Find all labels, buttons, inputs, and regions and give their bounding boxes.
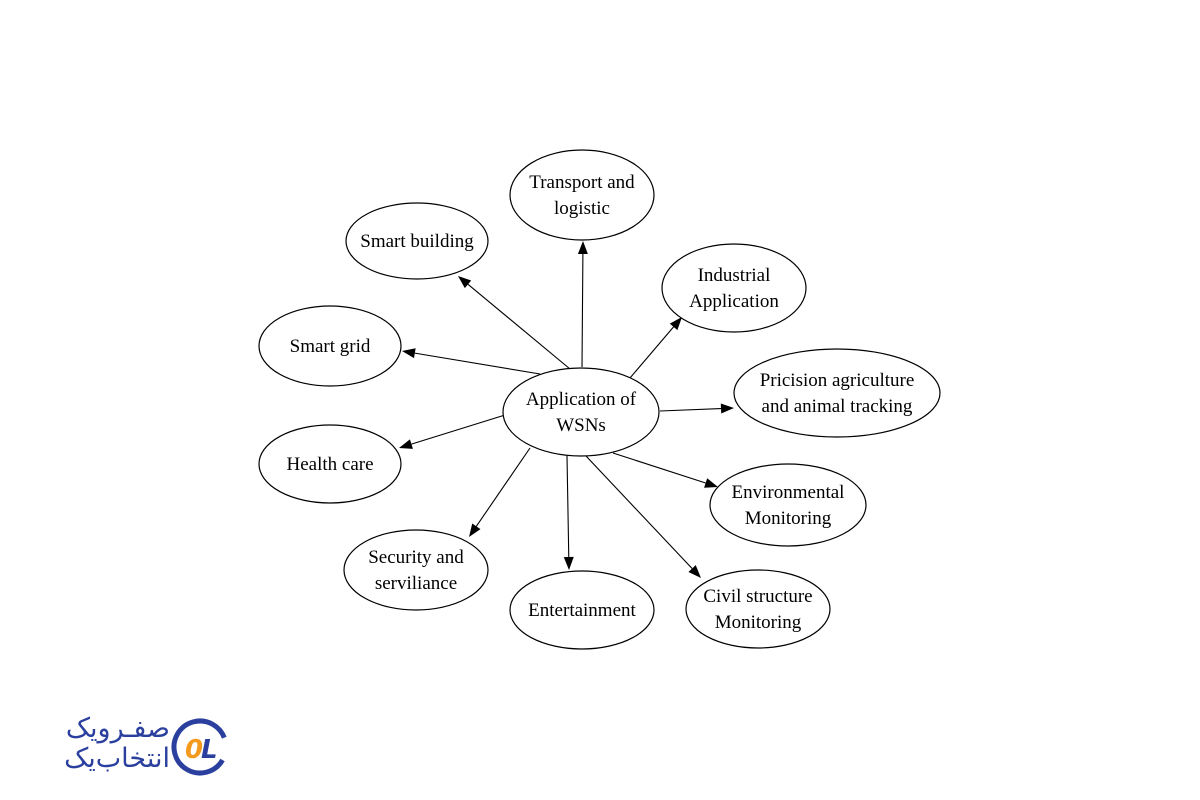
edge-to-transport bbox=[581, 253, 584, 368]
node-label-civil-line-2: Monitoring bbox=[715, 612, 802, 633]
edge-to-health-care bbox=[411, 414, 506, 445]
svg-text:L: L bbox=[201, 735, 218, 765]
node-label-entertainment-line-1: Entertainment bbox=[528, 600, 636, 621]
edge-to-smart-grid bbox=[414, 352, 541, 375]
edge-to-security bbox=[475, 447, 531, 527]
edge-to-industrial bbox=[629, 326, 674, 379]
arrow-head-environmental bbox=[704, 478, 718, 488]
node-security: Security and serviliance bbox=[343, 529, 489, 611]
brand-logo: صفـرویک انتخاب‌یک 0 L bbox=[28, 714, 228, 784]
logo-line-2: انتخاب‌یک bbox=[64, 743, 170, 774]
node-label-security-line-2: serviliance bbox=[375, 573, 457, 594]
node-smart-building: Smart building bbox=[345, 202, 489, 280]
arrow-head-transport bbox=[577, 241, 588, 255]
edge-to-entertainment bbox=[566, 455, 570, 558]
edge-to-civil bbox=[585, 455, 693, 569]
node-precision-agri: Pricision agriculture and animal tracking bbox=[733, 348, 941, 438]
logo-line-1: صفـرویک bbox=[65, 713, 170, 744]
node-label-environmental-line-2: Monitoring bbox=[745, 508, 832, 529]
node-ellipse-transport bbox=[509, 149, 655, 241]
node-ellipse-health-care bbox=[258, 424, 402, 504]
node-label-security-line-1: Security and bbox=[368, 547, 464, 568]
node-label-industrial-line-1: Industrial bbox=[698, 265, 771, 286]
node-label-center-line-1: Application of bbox=[526, 389, 637, 410]
edges-layer bbox=[399, 241, 734, 578]
node-transport: Transport and logistic bbox=[509, 149, 655, 241]
node-ellipse-security bbox=[343, 529, 489, 611]
svg-text:0: 0 bbox=[185, 735, 203, 765]
node-ellipse-smart-building bbox=[345, 202, 489, 280]
node-label-environmental-line-1: Environmental bbox=[732, 482, 845, 503]
node-label-transport-line-2: logistic bbox=[554, 198, 610, 219]
node-label-precision-agri-line-1: Pricision agriculture bbox=[760, 370, 915, 391]
node-label-health-care-line-1: Health care bbox=[286, 454, 373, 475]
node-label-smart-building-line-1: Smart building bbox=[360, 231, 474, 252]
node-entertainment: Entertainment bbox=[509, 570, 655, 650]
node-ellipse-industrial bbox=[661, 243, 807, 333]
arrow-head-civil bbox=[688, 565, 701, 578]
logo-wordmark: صفـرویک انتخاب‌یک bbox=[64, 714, 170, 774]
node-center: Application of WSNs bbox=[502, 367, 660, 457]
nodes-layer: Application of WSNs Transport and logisticS… bbox=[258, 149, 941, 650]
node-ellipse-precision-agri bbox=[733, 348, 941, 438]
edge-to-environmental bbox=[612, 452, 706, 484]
logo-mark-icon: 0 L bbox=[171, 718, 228, 776]
node-label-industrial-line-2: Application bbox=[689, 291, 779, 312]
edge-to-precision-agri bbox=[659, 407, 722, 412]
node-ellipse-environmental bbox=[709, 463, 867, 547]
node-ellipse-center bbox=[502, 367, 660, 457]
edge-to-smart-building bbox=[467, 283, 571, 370]
node-ellipse-entertainment bbox=[509, 570, 655, 650]
arrow-head-industrial bbox=[669, 317, 682, 331]
arrow-head-smart-grid bbox=[402, 348, 416, 359]
node-label-civil-line-1: Civil structure bbox=[703, 586, 812, 607]
node-health-care: Health care bbox=[258, 424, 402, 504]
node-ellipse-civil bbox=[685, 569, 831, 649]
node-label-transport-line-1: Transport and bbox=[529, 172, 635, 193]
arrow-head-smart-building bbox=[458, 276, 472, 289]
arrow-head-security bbox=[469, 523, 481, 537]
node-label-center-line-2: WSNs bbox=[556, 415, 606, 436]
node-label-precision-agri-line-2: and animal tracking bbox=[762, 396, 913, 417]
arrow-head-entertainment bbox=[563, 556, 574, 570]
arrow-head-precision-agri bbox=[720, 403, 734, 414]
node-ellipse-smart-grid bbox=[258, 305, 402, 387]
node-smart-grid: Smart grid bbox=[258, 305, 402, 387]
node-label-smart-grid-line-1: Smart grid bbox=[290, 336, 371, 357]
arrow-head-health-care bbox=[399, 439, 413, 449]
